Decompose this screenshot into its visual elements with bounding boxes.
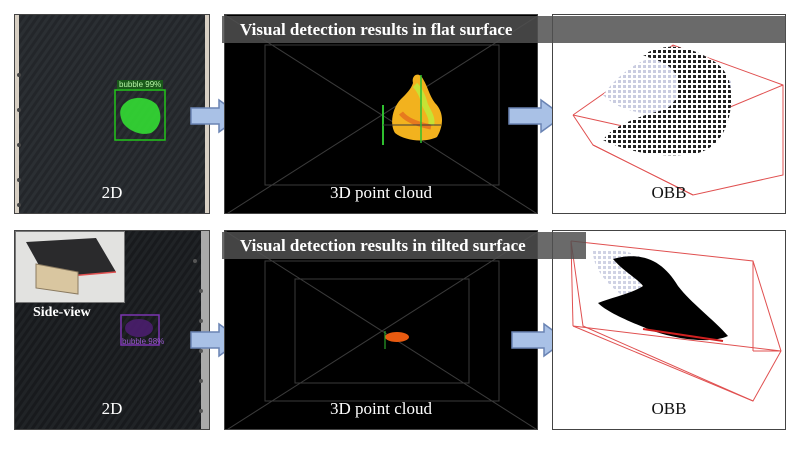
side-view-inset (15, 231, 125, 303)
bottom-obb-caption: OBB (651, 399, 687, 418)
top-detection-label: bubble 99% (117, 80, 164, 89)
bottom-3d-panel: 3D point cloud (224, 230, 538, 430)
top-2d-caption: 2D (101, 183, 123, 202)
top-obb-panel: OBB (552, 14, 786, 214)
bottom-obb-view (570, 240, 782, 402)
top-2d-panel: bubble 99% 2D (14, 14, 210, 214)
top-obb-view (572, 44, 784, 196)
top-3d-caption: 3D point cloud (330, 183, 432, 202)
top-obb-caption: OBB (651, 183, 687, 202)
top-pointcloud-view (225, 15, 537, 213)
bottom-pointcloud-view (225, 231, 537, 429)
bottom-2d-panel: bubble 98% Side-view 2D (14, 230, 210, 430)
side-view-label: Side-view (33, 305, 91, 320)
bottom-detection-label: bubble 98% (122, 337, 165, 346)
top-row-banner: Visual detection results in flat surface (222, 16, 786, 43)
bottom-pointcloud-blob (385, 332, 409, 342)
bottom-obb-pointcloud (598, 256, 728, 341)
bottom-row-banner: Visual detection results in tilted surfa… (222, 232, 586, 259)
bottom-3d-caption: 3D point cloud (330, 399, 432, 418)
top-2d-image (15, 15, 209, 213)
bottom-2d-caption: 2D (101, 399, 123, 418)
bottom-obb-panel: OBB (552, 230, 786, 430)
top-obb-pointcloud (603, 46, 732, 156)
top-3d-panel: 3D point cloud (224, 14, 538, 214)
